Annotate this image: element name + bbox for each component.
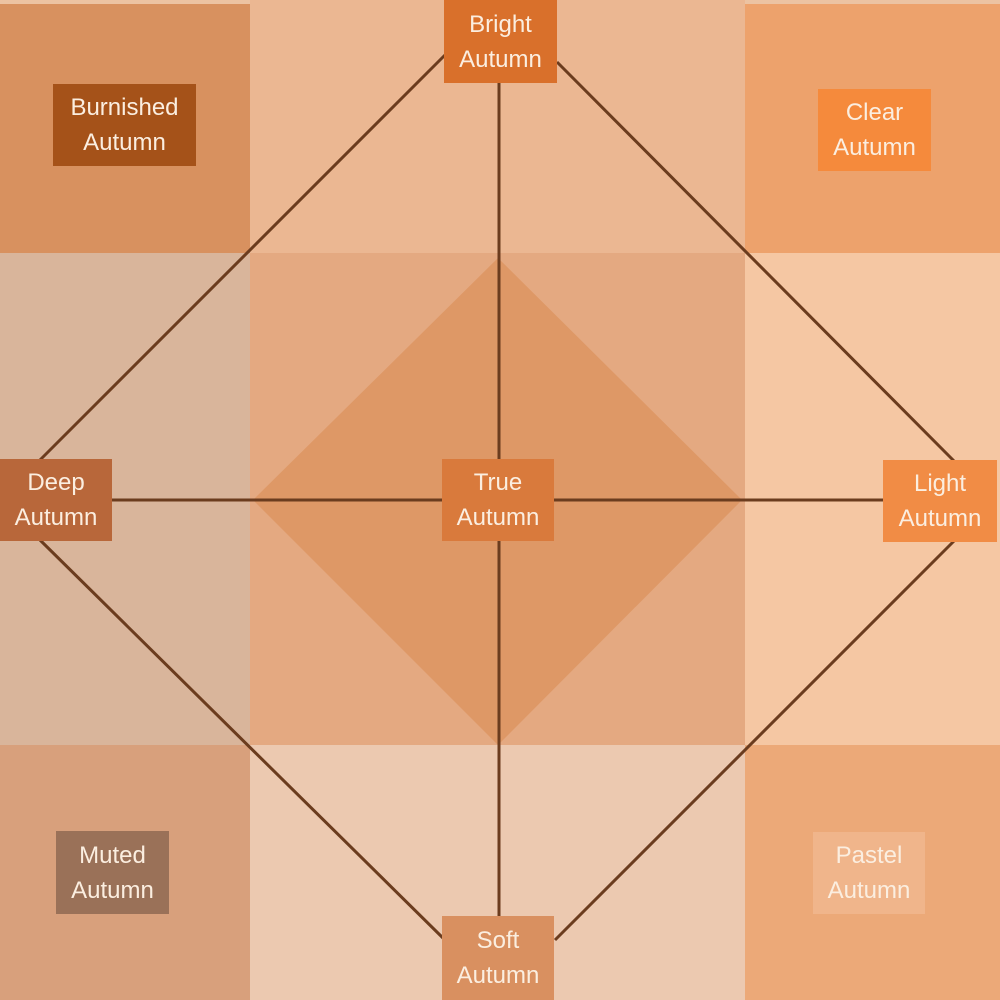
line-deep-soft	[38, 538, 447, 942]
label-line: Clear	[845, 99, 904, 126]
label-line: Autumn	[456, 504, 540, 531]
label-line: Autumn	[898, 505, 982, 532]
label-line: Autumn	[827, 877, 911, 904]
label-line: True	[473, 469, 523, 496]
label-line: Deep	[27, 469, 85, 496]
line-bright-light	[555, 60, 957, 464]
line-bright-deep	[38, 53, 447, 462]
label-line: Light	[913, 470, 967, 497]
label-line: Pastel	[835, 842, 903, 869]
label-line: Autumn	[833, 134, 916, 161]
label-line: Autumn	[83, 129, 166, 156]
label-line: Bright	[469, 10, 532, 38]
line-light-soft	[553, 538, 957, 942]
label-line: Muted	[79, 841, 146, 869]
label-line: Autumn	[71, 876, 154, 904]
label-line: Autumn	[456, 962, 540, 989]
label-line: Autumn	[14, 504, 98, 531]
label-line: Autumn	[459, 45, 542, 73]
label-line: Soft	[476, 927, 520, 954]
label-line: Burnished	[70, 94, 179, 121]
